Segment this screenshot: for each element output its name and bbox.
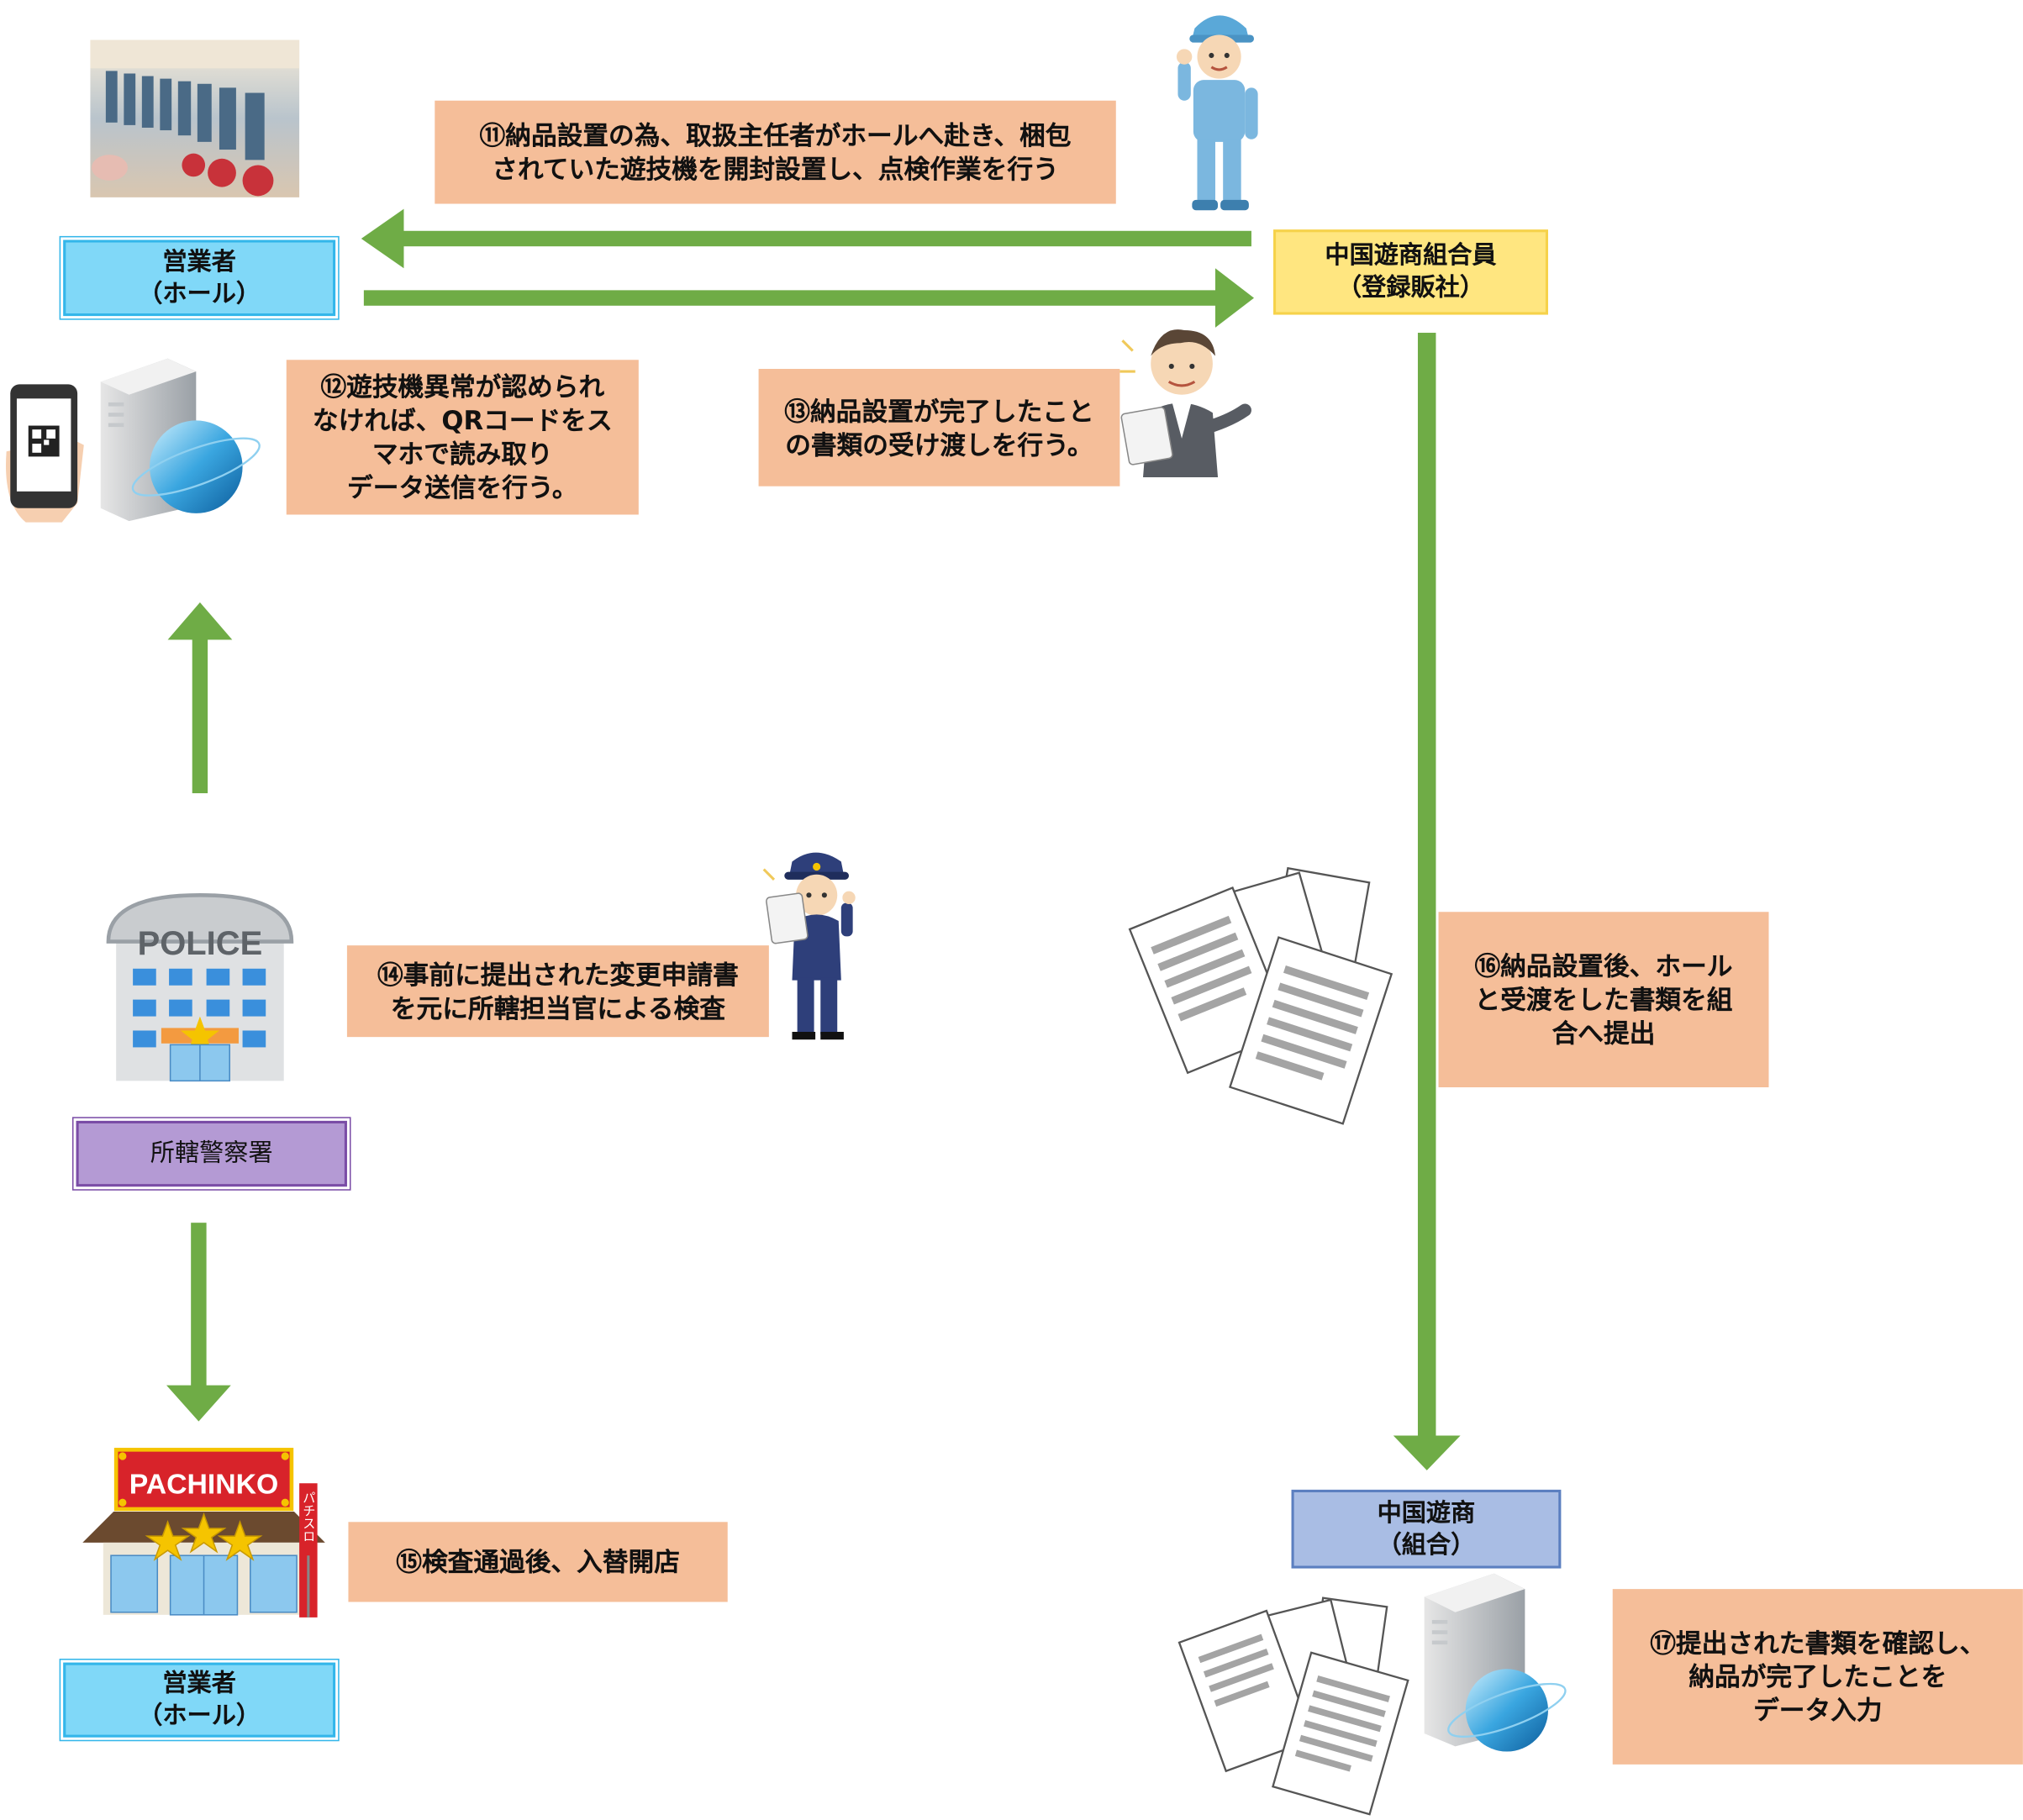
arrow-dealer-to-hall: [361, 208, 1251, 269]
police-officer-illustration: [762, 852, 856, 1040]
arrow-police-up: [167, 602, 233, 794]
step-13-note: ⑬納品設置が完了したこと の書類の受け渡しを行う。: [758, 369, 1120, 487]
server-globe-illustration-right: [1424, 1573, 1567, 1752]
police-sign-text: POLICE: [138, 925, 263, 962]
pachislo-sign-text: パチスロ: [301, 1491, 316, 1542]
step-11-note: ⑪納品設置の為、取扱主任者がホールへ赴き、梱包 されていた遊技機を開封設置し、点…: [435, 100, 1116, 204]
hall-photo: [90, 39, 300, 197]
documents-illustration-bottom: [1177, 1596, 1409, 1816]
businessman-illustration: [1119, 329, 1251, 477]
worker-illustration: [1176, 15, 1258, 211]
hall-operator-bottom: 営業者 （ホール）: [59, 1659, 340, 1742]
step-17-note: ⑰提出された書類を確認し、 納品が完了したことを データ入力: [1612, 1589, 2023, 1765]
documents-illustration-middle: [1128, 866, 1393, 1125]
arrow-dealer-to-union: [1393, 333, 1461, 1470]
step-15-note: ⑮検査通過後、入替開店: [348, 1522, 728, 1602]
police-station-label: 所轄警察署: [71, 1117, 351, 1191]
step-14-note: ⑭事前に提出された変更申請書 を元に所轄担当官による検査: [346, 945, 769, 1038]
step-16-note: ⑯納品設置後、ホール と受渡をした書類を組 合へ提出: [1438, 912, 1769, 1088]
police-station-illustration: POLICE: [106, 892, 294, 1082]
smartphone-qr-illustration: [6, 384, 84, 523]
server-globe-illustration-left: [100, 358, 261, 522]
arrow-hall-to-dealer: [363, 268, 1255, 328]
pachinko-sign-text: PACHINKO: [129, 1469, 279, 1501]
chugoku-yusho-union: 中国遊商 （組合）: [1291, 1489, 1562, 1569]
union-member-dealer: 中国遊商組合員 （登録販社）: [1273, 229, 1548, 315]
arrow-police-down: [166, 1223, 231, 1422]
hall-operator-top: 営業者 （ホール）: [59, 235, 340, 320]
step-12-note: ⑫遊技機異常が認められ なければ、QRコードをス マホで読み取り データ送信を行…: [286, 360, 639, 515]
pachinko-store-illustration: PACHINKO パチスロ: [82, 1448, 325, 1617]
